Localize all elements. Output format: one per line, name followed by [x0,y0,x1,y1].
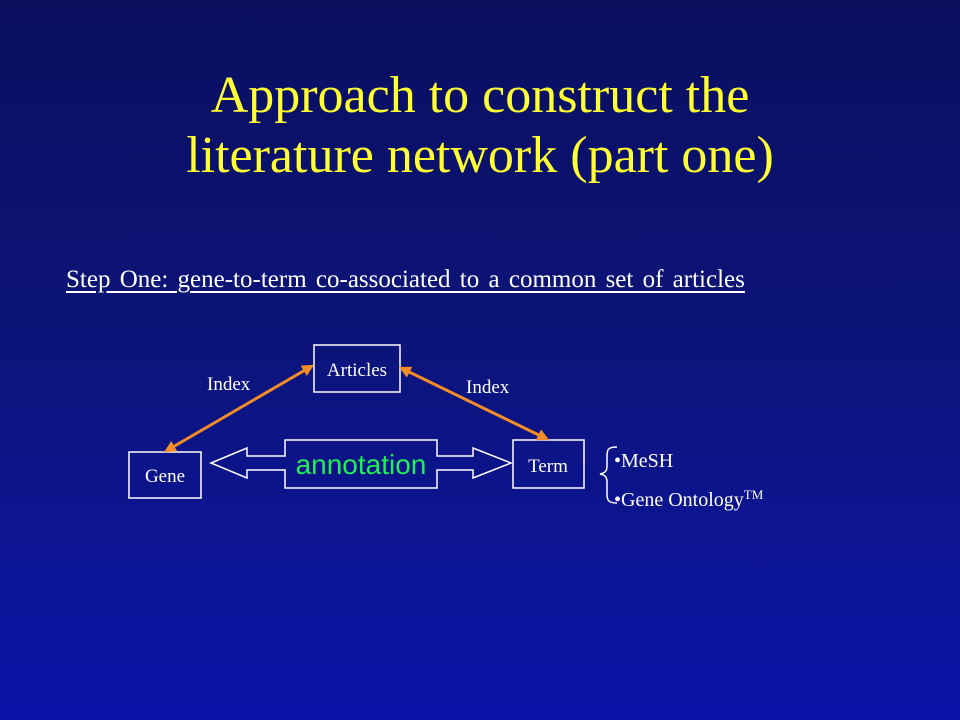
gene-articles-index-arrow [163,364,315,453]
title-line-2: literature network (part one) [186,127,774,184]
annotation-label: annotation [296,449,427,480]
slide-title: Approach to construct the literature net… [0,66,960,186]
title-line-1: Approach to construct the [210,67,750,124]
articles-label: Articles [327,360,387,381]
gene-ontology-label: Gene Ontology [621,489,744,511]
term-sources-list: •MeSH •Gene OntologyTM [614,444,763,517]
term-source-item: •Gene OntologyTM [614,487,764,511]
index-left-label: Index [207,374,251,395]
term-source-item: •MeSH [614,450,674,472]
articles-term-index-arrow [398,366,550,441]
index-right-label: Index [466,377,510,398]
step-one-heading: Step One: gene-to-term co-associated to … [66,266,745,293]
term-sources-brace [599,446,618,504]
annotation-double-arrow [209,439,514,489]
term-label: Term [528,456,568,477]
gene-label: Gene [145,466,185,487]
mesh-label: MeSH [621,450,674,472]
trademark-mark: TM [743,487,764,502]
